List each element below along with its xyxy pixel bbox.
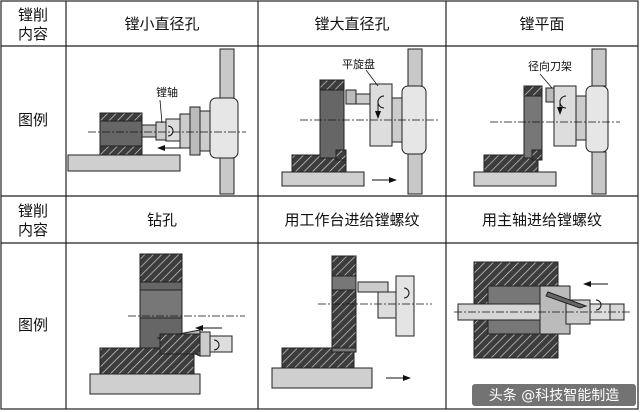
fig-large-hole-boring: 平旋盘 — [281, 48, 440, 195]
row-label-bottom-line1: 镗削 — [18, 202, 48, 220]
watermark-text: 头条 @科技智能制造 — [489, 387, 619, 404]
header-small-hole: 镗小直径孔 — [124, 15, 199, 33]
fig-drilling — [89, 253, 245, 395]
row-label-top-line1: 镗削 — [18, 6, 48, 24]
fig-small-hole-boring: 镗轴 — [67, 48, 246, 195]
row-label-bottom-line2: 内容 — [18, 221, 48, 239]
figure-label-top: 图例 — [18, 111, 48, 129]
watermark: 头条 @科技智能制造 — [472, 384, 636, 406]
header-table-feed-thread: 用工作台进给镗螺纹 — [284, 211, 419, 229]
row-label-top-line2: 内容 — [18, 25, 48, 43]
header-plane: 镗平面 — [519, 15, 564, 33]
fig-plane-boring: 径向刀架 — [473, 48, 620, 195]
callout-facing-head: 平旋盘 — [342, 57, 375, 71]
header-large-hole: 镗大直径孔 — [314, 15, 389, 33]
header-drilling: 钻孔 — [147, 211, 177, 229]
header-spindle-feed-thread: 用主轴进给镗螺纹 — [482, 211, 602, 229]
callout-radial-tool-holder: 径向刀架 — [528, 59, 572, 73]
figure-label-bottom: 图例 — [18, 316, 48, 334]
fig-spindle-feed-threading — [454, 261, 632, 359]
fig-table-feed-threading — [271, 255, 432, 389]
callout-boring-bar: 镗轴 — [156, 85, 178, 99]
